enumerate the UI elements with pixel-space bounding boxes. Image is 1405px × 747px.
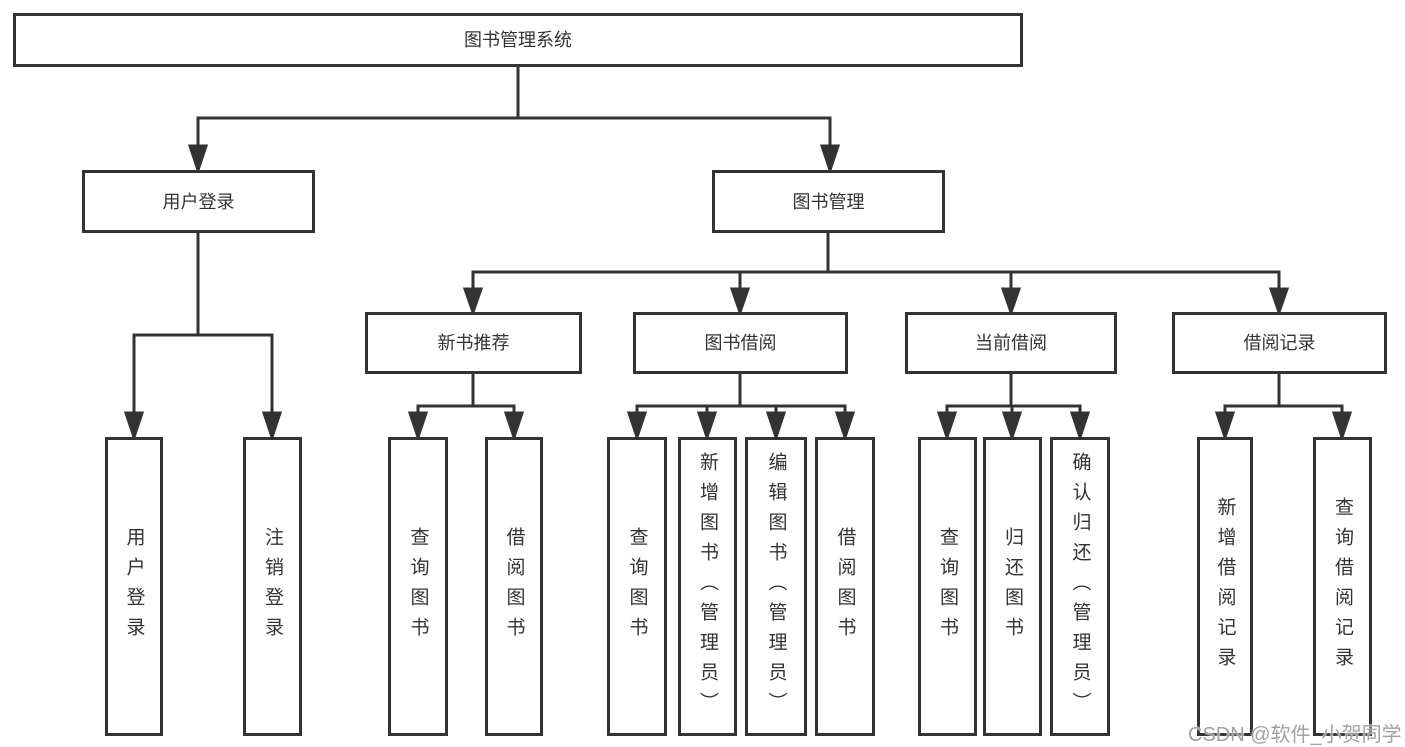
node-confirm-return-admin: 确认归还（管理员） [1050, 437, 1110, 736]
node-label: 新增图书（管理员） [697, 451, 718, 722]
node-query-borrow-record: 查询借阅记录 [1313, 437, 1372, 736]
node-borrow-books-leaf: 借阅图书 [815, 437, 875, 736]
node-label: 确认归还（管理员） [1069, 451, 1091, 722]
node-book-borrow: 图书借阅 [633, 312, 848, 374]
node-user-login-leaf: 用户登录 [105, 437, 163, 736]
node-return-books: 归还图书 [983, 437, 1042, 736]
node-label: 借阅图书 [834, 526, 856, 647]
node-label: 新增借阅记录 [1214, 496, 1236, 677]
node-borrow-books-recommend: 借阅图书 [485, 437, 543, 736]
node-label: 借阅图书 [503, 526, 525, 647]
node-label: 图书管理 [792, 191, 865, 212]
node-label: 当前借阅 [975, 333, 1047, 353]
node-label: 查询图书 [407, 526, 429, 647]
node-borrow-records: 借阅记录 [1172, 312, 1387, 374]
node-new-book-recommend: 新书推荐 [365, 312, 582, 374]
node-label: 查询借阅记录 [1332, 496, 1353, 677]
node-query-books-recommend: 查询图书 [388, 437, 448, 736]
node-label: 图书借阅 [704, 333, 777, 353]
node-label: 查询图书 [626, 526, 648, 647]
node-user-login: 用户登录 [82, 170, 315, 233]
node-label: 查询图书 [937, 526, 958, 647]
node-label: 归还图书 [1002, 526, 1023, 647]
node-query-books-borrow: 查询图书 [607, 437, 667, 736]
node-logout: 注销登录 [243, 437, 302, 736]
node-label: 用户登录 [123, 526, 145, 647]
node-library-management-system: 图书管理系统 [13, 13, 1023, 67]
node-edit-books-admin: 编辑图书（管理员） [745, 437, 807, 736]
node-add-borrow-record: 新增借阅记录 [1197, 437, 1253, 736]
node-label: 借阅记录 [1243, 333, 1316, 353]
node-add-books-admin: 新增图书（管理员） [678, 437, 737, 736]
node-query-books-current: 查询图书 [918, 437, 977, 736]
node-label: 用户登录 [162, 191, 235, 212]
node-label: 注销登录 [262, 526, 283, 647]
node-label: 新书推荐 [437, 333, 510, 353]
node-label: 编辑图书（管理员） [765, 451, 787, 722]
node-label: 图书管理系统 [464, 30, 572, 50]
node-book-management: 图书管理 [712, 170, 945, 233]
node-current-borrow: 当前借阅 [905, 312, 1117, 374]
